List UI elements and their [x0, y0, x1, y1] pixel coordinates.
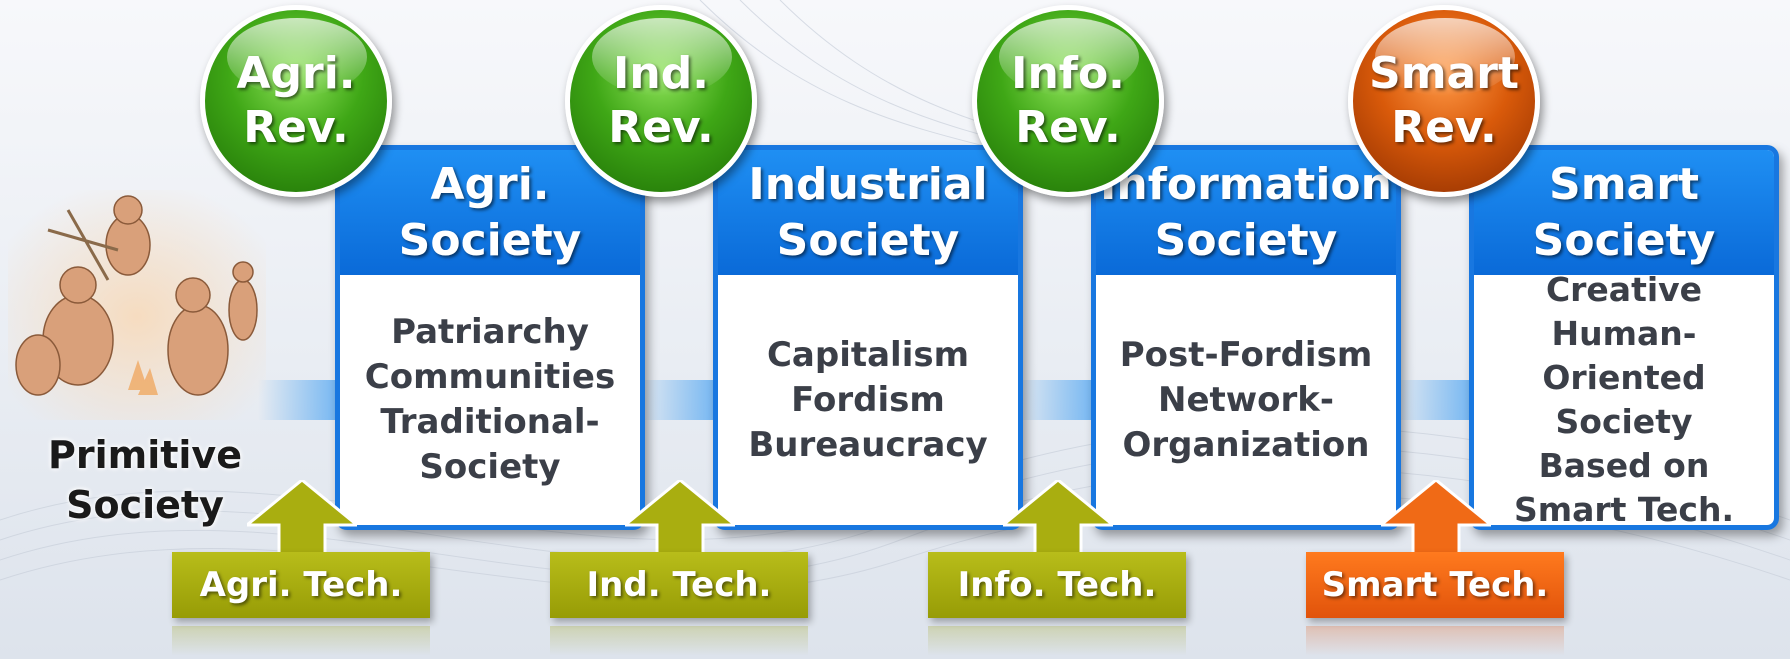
tech-box-smart: Smart Tech.: [1306, 552, 1564, 618]
card-body: Capitalism Fordism Bureaucracy: [748, 334, 988, 465]
up-arrow-icon: [625, 480, 735, 560]
primitive-society-label: Primitive Society: [48, 433, 242, 527]
card-body: Creative Human-Oriented Society Based on…: [1513, 270, 1735, 529]
revolution-circle-agri: Agri.Rev.: [200, 5, 392, 197]
tech-box-agri: Agri. Tech.: [172, 552, 430, 618]
card-title: Agri.Society: [340, 150, 640, 275]
card-body: Patriarchy Communities Traditional- Soci…: [364, 312, 616, 487]
society-card-agri: Agri.Society Patriarchy Communities Trad…: [335, 145, 645, 530]
reflection: [1306, 626, 1564, 656]
gloss-highlight: [1375, 18, 1515, 96]
reflection: [550, 626, 808, 656]
revolution-circle-ind: Ind.Rev.: [565, 5, 757, 197]
tech-box-ind: Ind. Tech.: [550, 552, 808, 618]
card-body: Post-Fordism Network- Organization: [1119, 334, 1373, 465]
primitive-humans-illustration: [8, 190, 266, 420]
reflection: [172, 626, 430, 656]
up-arrow-icon: [1381, 480, 1491, 560]
gloss-highlight: [999, 18, 1139, 96]
revolution-circle-info: Info.Rev.: [972, 5, 1164, 197]
reflection: [928, 626, 1186, 656]
gloss-highlight: [227, 18, 367, 96]
up-arrow-icon: [247, 480, 357, 560]
up-arrow-icon: [1003, 480, 1113, 560]
gloss-highlight: [592, 18, 732, 96]
tech-box-info: Info. Tech.: [928, 552, 1186, 618]
